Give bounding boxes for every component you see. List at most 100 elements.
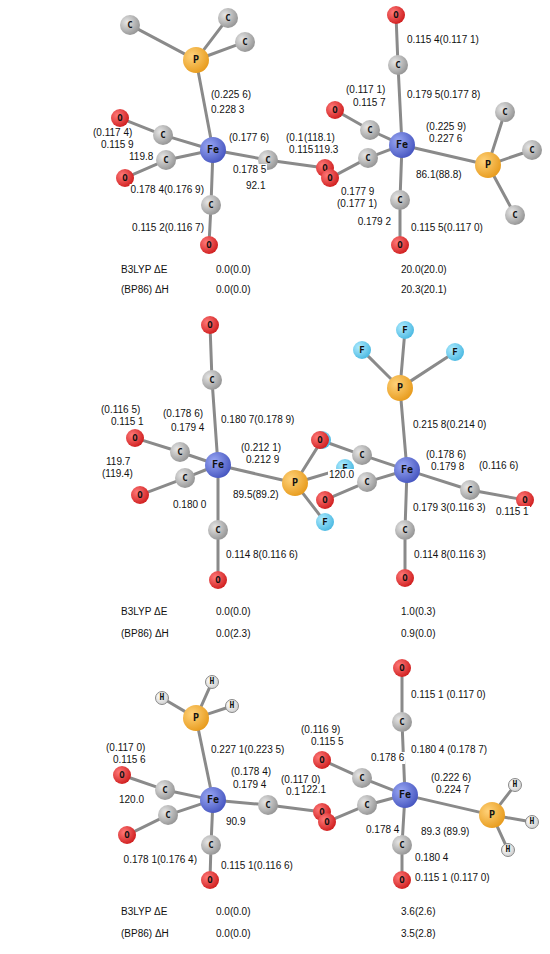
atom: C <box>156 150 176 170</box>
atom-symbol: Fe <box>401 465 413 475</box>
atom-symbol: C <box>367 126 372 135</box>
chemical-bond <box>173 138 201 146</box>
atom-symbol: O <box>207 321 212 330</box>
chemical-bond <box>209 855 212 871</box>
atom-symbol: O <box>215 576 220 585</box>
value-label: 119.3 <box>313 144 339 156</box>
atom-symbol: P <box>292 478 298 488</box>
value-label: 0.180 7(0.178 9) <box>220 414 295 426</box>
atom: O <box>387 6 405 24</box>
atom-symbol: C <box>397 196 402 205</box>
atom-symbol: O <box>397 241 402 250</box>
atom-symbol: H <box>513 781 518 789</box>
atom: H <box>225 699 239 713</box>
chemical-bond <box>401 677 404 712</box>
value-label: 92.1 <box>245 180 266 192</box>
atom-symbol: C <box>467 486 472 495</box>
atom-symbol: C <box>208 841 213 850</box>
atom: C <box>522 140 542 160</box>
atom: C <box>390 190 410 210</box>
value-label: (0.212 1) <box>240 442 282 454</box>
atom: O <box>326 101 344 119</box>
chemical-bond <box>144 441 171 449</box>
value-label: (BP86) ΔH <box>120 628 170 640</box>
chemical-bond <box>492 122 502 153</box>
value-label: 0.115 5(0.117 0) <box>410 222 484 234</box>
value-label: (0.178 4) <box>230 766 272 778</box>
chemical-bond <box>231 468 283 480</box>
chemical-bond <box>419 474 460 487</box>
atom-symbol: Fe <box>212 460 224 470</box>
value-label: 0.179 4 <box>170 422 205 434</box>
chemical-bond <box>278 806 313 811</box>
atom: C <box>495 102 515 122</box>
chemical-bond <box>505 817 525 821</box>
chemical-bond <box>377 474 395 479</box>
atom-symbol: C <box>512 211 517 220</box>
chemical-bond <box>278 161 316 166</box>
value-label: 119.7 <box>105 456 131 468</box>
atom: P <box>183 47 209 73</box>
atom: O <box>113 766 131 784</box>
atom: P <box>479 802 505 828</box>
atom-symbol: C <box>399 841 404 850</box>
atom-symbol: O <box>137 491 142 500</box>
chemical-bond <box>500 153 522 161</box>
value-label: 0.9(0.0) <box>400 628 436 640</box>
value-label: 119.8 <box>128 151 154 163</box>
chemical-bond <box>500 791 511 805</box>
chemical-bond <box>189 455 205 461</box>
atom: O <box>131 486 149 504</box>
chemical-bond <box>338 163 359 174</box>
atom-symbol: Fe <box>396 140 408 150</box>
chemical-bond <box>403 808 405 835</box>
value-label: 0.0(0.0) <box>215 606 251 618</box>
atom: C <box>358 148 378 168</box>
atom-symbol: C <box>265 801 270 810</box>
chemical-bond <box>133 164 157 174</box>
atom-symbol: O <box>399 876 404 885</box>
atom: P <box>282 470 308 496</box>
chemical-bond <box>135 819 159 831</box>
chemical-bond <box>148 482 175 492</box>
chemical-bond <box>211 163 212 195</box>
atom: H <box>525 815 539 829</box>
atom-symbol: C <box>395 61 400 70</box>
value-label: (0.225 6) <box>210 89 252 101</box>
chemical-bond <box>199 731 211 788</box>
atom-symbol: P <box>397 383 403 393</box>
atom-symbol: O <box>207 876 212 885</box>
atom-symbol: C <box>160 131 165 140</box>
chemical-bond <box>176 153 201 158</box>
atom-symbol: F <box>452 348 457 357</box>
atom: O <box>311 431 329 449</box>
atom-symbol: O <box>332 106 337 115</box>
atom: O <box>396 569 414 587</box>
chemical-bond <box>379 134 390 139</box>
chemical-bond <box>194 470 206 475</box>
value-label: 0.114 8(0.116 6) <box>225 549 299 561</box>
atom: H <box>508 778 522 792</box>
atom: O <box>118 826 136 844</box>
atom: O <box>393 659 411 677</box>
chemical-bond <box>396 24 397 55</box>
atom-symbol: F <box>359 346 364 355</box>
value-label: B3LYP ΔE <box>120 264 168 276</box>
value-label: 0.0(0.0) <box>215 264 251 276</box>
value-label: 0.180 4 <box>414 852 449 864</box>
atom: H <box>205 675 219 689</box>
chemical-bond <box>404 540 407 569</box>
value-label: 0.212 9 <box>245 454 280 466</box>
value-label: 0.115 1(0.116 6) <box>220 860 294 872</box>
value-label: 89.3 (89.9) <box>420 826 470 838</box>
atom-symbol: H <box>506 846 511 854</box>
atom: O <box>126 429 144 447</box>
chemical-bond <box>405 483 406 520</box>
atom: Fe <box>392 782 418 808</box>
atom-symbol: O <box>324 818 329 827</box>
atom-symbol: C <box>208 201 213 210</box>
atom: C <box>170 442 190 462</box>
atom-symbol: C <box>365 154 370 163</box>
atom: O <box>200 236 218 254</box>
